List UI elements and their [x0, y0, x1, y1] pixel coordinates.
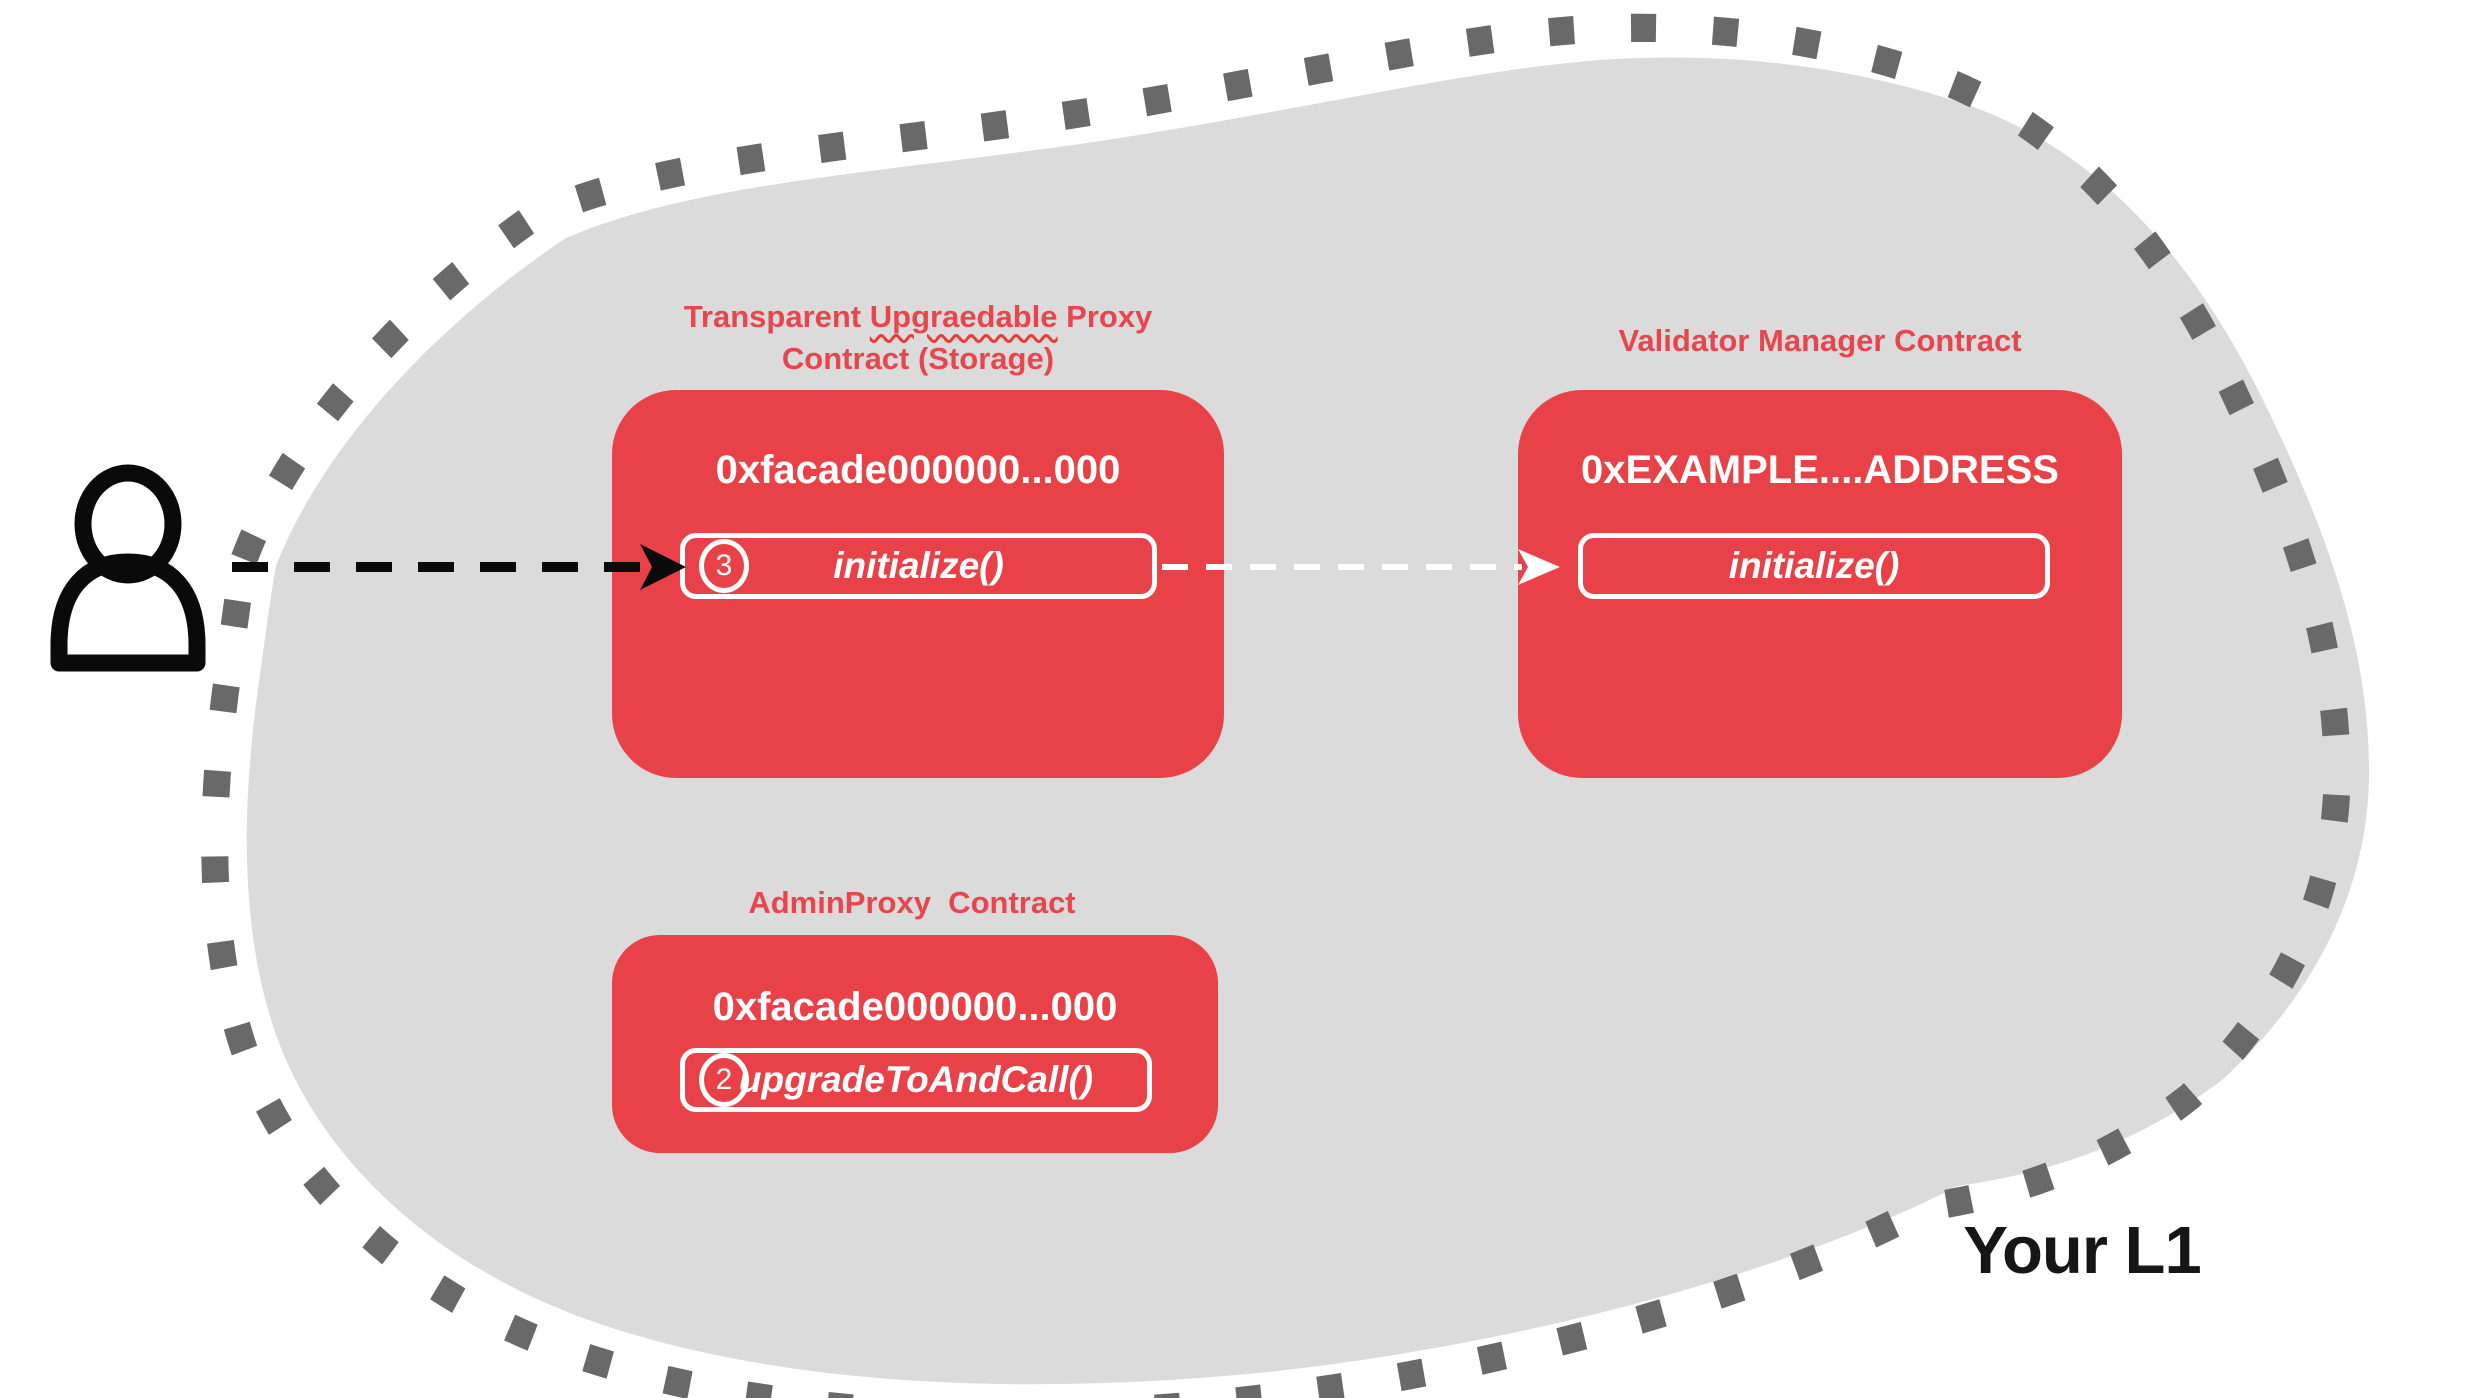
region-label-your-l1: Your L1 [1963, 1213, 2201, 1288]
step-2-badge: 2 [699, 1053, 749, 1107]
validator-initialize-label: initialize() [1728, 545, 1900, 586]
l1-dotted-border [201, 13, 2351, 1398]
step-3-badge: 3 [699, 539, 749, 593]
proxy-contract-title: Transparent Upgraedable Proxy Contract (… [568, 296, 1268, 380]
proxy-initialize-label: initialize() [833, 545, 1004, 586]
user-call-arrow [232, 544, 686, 590]
proxy-initialize-method: 3 initialize() [680, 533, 1157, 599]
proxy-title-part2: Proxy [1057, 299, 1153, 334]
admin-proxy-box: 0xfacade000000...000 2 upgradeToAndCall(… [612, 935, 1218, 1153]
proxy-contract-box: 0xfacade000000...000 3 initialize() [612, 390, 1224, 778]
validator-initialize-method: initialize() [1578, 533, 2050, 599]
validator-manager-box: 0xEXAMPLE....ADDRESS initialize() [1518, 390, 2122, 778]
proxy-delegate-arrow [1162, 549, 1560, 585]
upgrade-to-and-call-label: upgradeToAndCall() [738, 1059, 1094, 1100]
user-icon [50, 464, 206, 672]
proxy-title-line2: Contract (Storage) [781, 341, 1055, 376]
upgrade-to-and-call-method: 2 upgradeToAndCall() [680, 1048, 1152, 1112]
admin-proxy-address: 0xfacade000000...000 [712, 985, 1118, 1029]
proxy-contract-address: 0xfacade000000...000 [715, 448, 1121, 492]
proxy-title-misspelled-word: Upgraedable [869, 299, 1058, 334]
validator-manager-address: 0xEXAMPLE....ADDRESS [1581, 448, 2059, 492]
validator-manager-title: Validator Manager Contract [1618, 323, 2022, 358]
admin-proxy-title: AdminProxy Contract [748, 885, 1076, 920]
proxy-title-part1: Transparent [683, 299, 870, 334]
